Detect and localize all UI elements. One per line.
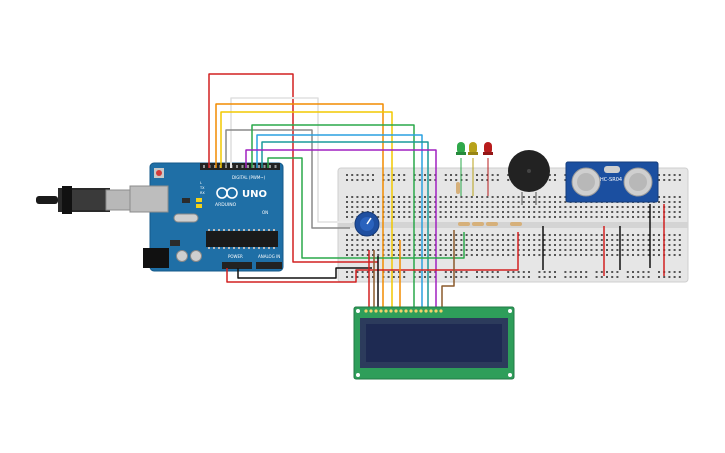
wire-black-ground: [237, 267, 372, 279]
lcd-display[interactable]: [353, 306, 515, 380]
arduino-logo: [216, 187, 238, 199]
digital-label: DIGITAL (PWM~): [232, 175, 266, 180]
wire-teal: [261, 141, 429, 308]
usb-cable: [36, 186, 133, 214]
potentiometer[interactable]: [354, 211, 380, 237]
resistors[interactable]: [456, 182, 522, 226]
ultrasonic-sensor[interactable]: HC-SR04: [565, 161, 659, 203]
led-red[interactable]: [483, 142, 493, 155]
wire-green-2: [267, 157, 465, 259]
arduino-uno-board[interactable]: UNO ARDUINO DIGITAL (PWM~) POWER ANALOG …: [129, 162, 284, 272]
wire-orange: [215, 103, 384, 308]
piezo-buzzer[interactable]: [508, 150, 550, 205]
analog-label: ANALOG IN: [258, 254, 280, 259]
wires: [208, 73, 665, 308]
wire-purple: [245, 149, 437, 308]
rx-label: RX: [200, 191, 205, 195]
wire-grey: [225, 129, 350, 229]
led-green[interactable]: [456, 142, 466, 155]
led-yellow[interactable]: [468, 142, 478, 155]
arduino-model-text: UNO: [242, 189, 267, 200]
wire-red-top: [208, 73, 378, 263]
arduino-brand-text: ARDUINO: [215, 202, 237, 208]
wire-blue: [256, 134, 423, 308]
wire-yellow: [220, 111, 393, 308]
l-label: L: [200, 181, 202, 185]
wire-red-power: [226, 232, 519, 283]
on-label: ON: [262, 210, 268, 215]
wire-green: [251, 124, 415, 308]
power-label: POWER: [228, 254, 243, 259]
tx-label: TX: [199, 186, 205, 190]
wire-brown: [441, 230, 455, 308]
sensor-model-text: HC-SR04: [600, 177, 622, 183]
